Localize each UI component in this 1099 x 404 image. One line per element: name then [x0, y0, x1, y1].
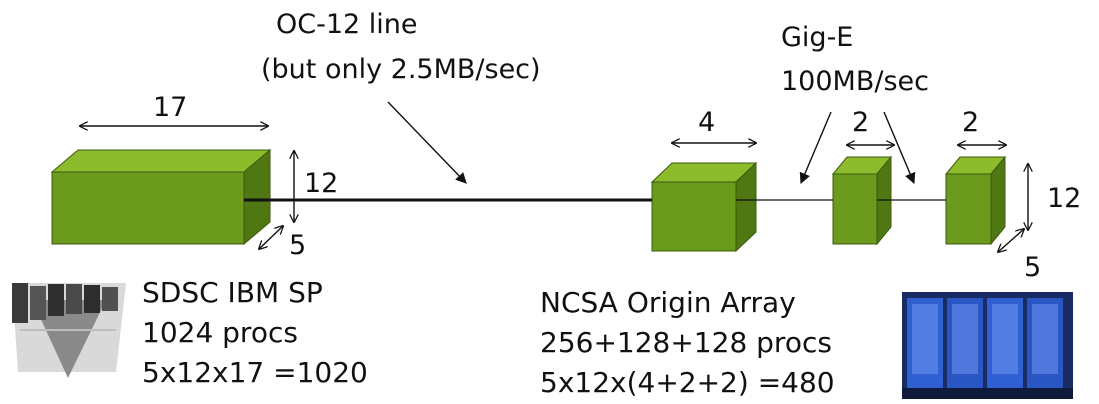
- ncsa-depth-label: 5: [1024, 252, 1041, 283]
- gige-pointer-arrow-1: [799, 111, 832, 185]
- sdsc-width-label: 17: [153, 92, 187, 123]
- sdsc-height-label: 12: [304, 168, 338, 199]
- ncsa-block-right-front: [945, 173, 992, 245]
- server-cabinet-icon: [902, 292, 1073, 399]
- ncsa-procs-label: 256+128+128 procs: [540, 326, 832, 359]
- ncsa-width-c-label: 2: [962, 107, 979, 138]
- supercomputer-rack-icon: [12, 283, 126, 378]
- ncsa-depth-dimension-arrow: [998, 229, 1024, 252]
- ncsa-name-label: NCSA Origin Array: [540, 286, 796, 319]
- oc12-pointer-arrow: [387, 101, 467, 184]
- gige-label: Gig-E: [781, 22, 853, 53]
- ncsa-block-middle: [831, 155, 893, 246]
- ncsa-height-label: 12: [1047, 183, 1081, 214]
- ncsa-block-middle-front: [832, 173, 878, 245]
- oc12-note-label: (but only 2.5MB/sec): [261, 54, 541, 85]
- gige-rate-label: 100MB/sec: [781, 66, 929, 97]
- ncsa-block-right: [944, 155, 1007, 246]
- sdsc-block-top: [50, 149, 272, 173]
- ncsa-block-large-front: [651, 181, 737, 252]
- ncsa-width-b-label: 2: [852, 107, 869, 138]
- ncsa-block-large: [650, 161, 758, 253]
- sdsc-calc-label: 5x12x17 =1020: [142, 356, 368, 389]
- sdsc-depth-dimension-arrow: [259, 226, 283, 249]
- sdsc-procs-label: 1024 procs: [142, 316, 298, 349]
- ncsa-calc-label: 5x12x(4+2+2) =480: [540, 366, 835, 399]
- gige-pointer-arrow-2: [883, 111, 916, 185]
- sdsc-depth-label: 5: [289, 230, 306, 261]
- ncsa-width-a-label: 4: [698, 107, 715, 138]
- sdsc-block-front: [51, 171, 245, 245]
- sdsc-block: [50, 148, 272, 246]
- sdsc-name-label: SDSC IBM SP: [142, 276, 323, 309]
- oc12-line-label: OC-12 line: [276, 9, 418, 40]
